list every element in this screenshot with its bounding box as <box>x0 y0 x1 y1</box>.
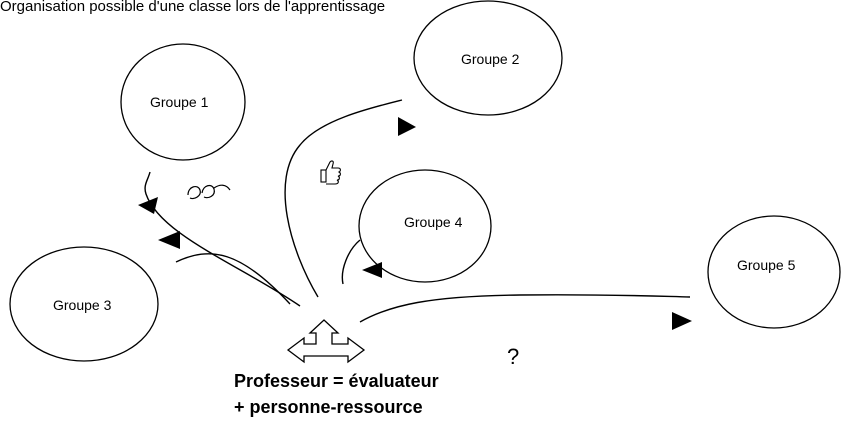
header-text: Organisation possible d'une classe lors … <box>0 0 386 15</box>
group-1-label: Groupe 1 <box>150 94 209 110</box>
arrowhead-group-4 <box>362 262 382 278</box>
group-2-label: Groupe 2 <box>461 51 520 67</box>
curve-to-group-2 <box>284 99 403 298</box>
group-5-ellipse <box>707 215 841 329</box>
glasses-icon <box>187 184 231 200</box>
curve-to-group-1 <box>144 171 301 307</box>
arrowhead-group-2 <box>398 117 416 136</box>
curve-lower-left <box>175 253 291 305</box>
arrowhead-left <box>158 231 180 249</box>
group-4-label: Groupe 4 <box>404 214 463 230</box>
group-5-label: Groupe 5 <box>737 257 796 273</box>
group-3-label: Groupe 3 <box>53 297 112 313</box>
professor-caption-line2: + personne-ressource <box>234 397 423 417</box>
arrowhead-group-5 <box>672 312 692 330</box>
thumbs-up-icon <box>320 160 341 185</box>
group-3-ellipse <box>9 246 159 362</box>
question-mark: ? <box>507 344 519 369</box>
four-way-arrow-icon <box>286 319 366 364</box>
arrowhead-group-1 <box>138 197 158 214</box>
professor-caption-line1: Professeur = évaluateur <box>234 371 439 391</box>
group-1-ellipse <box>120 43 246 161</box>
group-4-ellipse <box>358 169 492 283</box>
curve-to-group-4 <box>341 239 361 285</box>
curve-to-group-5 <box>359 294 691 323</box>
group-2-ellipse <box>413 0 563 116</box>
